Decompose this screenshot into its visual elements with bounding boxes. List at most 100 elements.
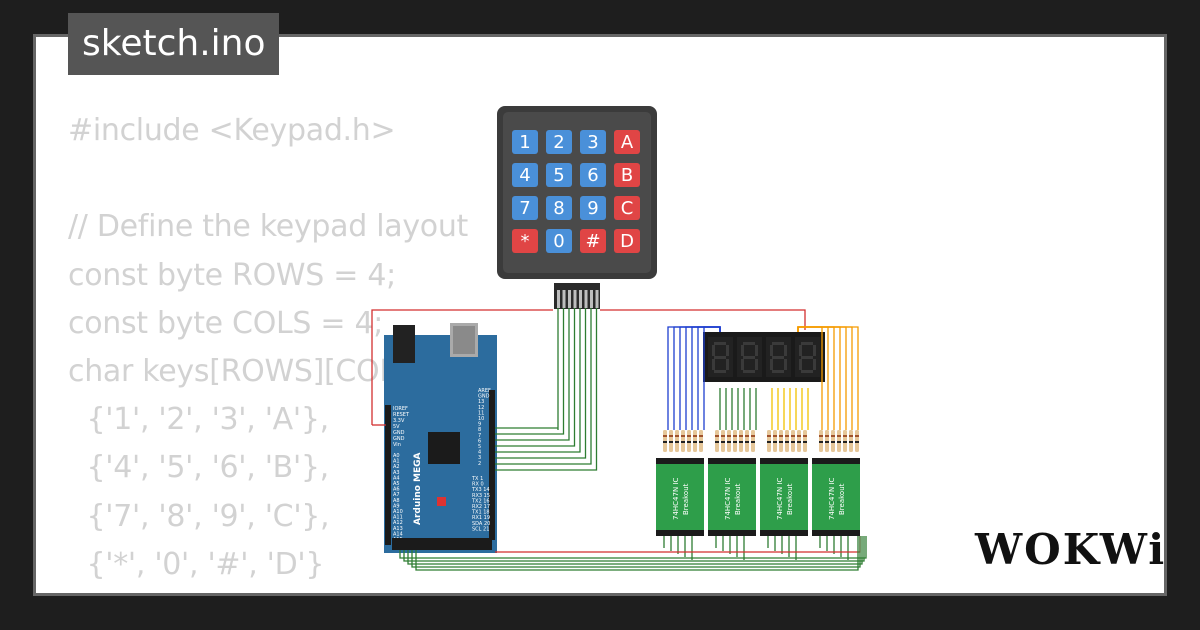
keypad-key — [614, 130, 640, 154]
resistor-band — [843, 441, 847, 443]
arduino-pin-label: 12 — [478, 405, 484, 411]
arduino-pin-label: A7 — [393, 492, 400, 498]
arduino-pin-label: 3.3V — [393, 418, 405, 424]
arduino-bottom-header — [392, 538, 492, 550]
resistor-band — [779, 435, 783, 437]
code-line: // Define the keypad layout — [68, 209, 469, 245]
power-wire — [371, 309, 553, 425]
keypad-key-label: 8 — [553, 198, 564, 219]
resistor-band — [825, 441, 829, 443]
segment — [770, 359, 773, 370]
keypad-pin — [568, 290, 571, 308]
code-editor: #include <Keypad.h>// Define the keypad … — [68, 107, 488, 593]
resistor-band — [825, 435, 829, 437]
arduino-pin-label: 3 — [478, 455, 481, 461]
resistor-band — [803, 435, 807, 437]
arduino-pin-label: A3 — [393, 470, 400, 476]
segment — [755, 359, 758, 370]
arduino-pin-label: A4 — [393, 475, 400, 481]
arduino-pin-label: 4 — [478, 450, 481, 456]
keypad-key — [546, 130, 572, 154]
resistor-band — [745, 441, 749, 443]
segment — [743, 370, 755, 373]
sketch-file-tab[interactable]: sketch.ino — [68, 13, 280, 75]
ic-label: Breakout — [786, 483, 794, 515]
ic-bottom-header — [760, 530, 808, 536]
resistor-band — [797, 441, 801, 443]
segment — [770, 345, 773, 356]
reset-button — [437, 497, 446, 506]
power-jack — [393, 325, 415, 363]
keypad-wire — [495, 308, 576, 447]
code-line: {'*', '0', '#', 'D'} — [68, 546, 325, 582]
segment — [743, 356, 755, 359]
resistor-band — [715, 441, 719, 443]
resistor-band — [663, 441, 667, 443]
resistor-band — [849, 441, 853, 443]
resistor-band — [681, 435, 685, 437]
ic-label: Breakout — [734, 483, 742, 515]
resistor-band — [687, 435, 691, 437]
arduino-pin-label: A14 — [393, 531, 403, 537]
keypad-key — [580, 229, 606, 253]
resistor-band — [767, 435, 771, 437]
arduino-pin-label: A5 — [393, 481, 400, 487]
segment — [714, 356, 726, 359]
keypad-pin — [584, 290, 588, 308]
arduino-pin-label: 13 — [478, 399, 484, 405]
arduino-pin-label: A13 — [393, 526, 403, 532]
arduino-pin-label: 10 — [478, 416, 484, 422]
arduino-pin-label: GND — [393, 436, 405, 442]
keypad-key — [512, 130, 538, 154]
ic-label: 74HC47N IC — [724, 478, 732, 520]
segment — [799, 345, 802, 356]
resistor-band — [739, 435, 743, 437]
keypad-wire — [495, 308, 581, 453]
keypad-key-label: B — [621, 165, 633, 186]
keypad-wire — [495, 308, 598, 471]
keypad-wire — [495, 308, 592, 465]
ic-bottom-header — [812, 530, 860, 536]
segment — [801, 342, 813, 345]
arduino-pin-label: 9 — [478, 422, 481, 428]
keypad-wire — [495, 308, 565, 435]
mcu-chip — [428, 432, 460, 464]
resistor-band — [699, 435, 703, 437]
ic-breakout-board — [656, 463, 704, 531]
resistor-band — [669, 441, 673, 443]
resistor-band — [693, 435, 697, 437]
resistor-band — [855, 441, 859, 443]
resistor-band — [773, 435, 777, 437]
arduino-pin-label: 11 — [478, 410, 484, 416]
arduino-pin-label: 7 — [478, 433, 481, 439]
arduino-pin-label: RESET — [393, 412, 410, 418]
arduino-right-header — [489, 390, 495, 540]
keypad-wire — [495, 308, 559, 430]
resistor-band — [797, 435, 801, 437]
code-line: {'4', '5', '6', 'B'}, — [68, 450, 329, 486]
ic-bottom-header — [708, 530, 756, 536]
segment — [712, 345, 715, 356]
segment — [714, 370, 726, 373]
resistor-band — [843, 435, 847, 437]
bus-wire — [399, 536, 867, 559]
segment — [712, 359, 715, 370]
display-wire-blue — [703, 326, 721, 430]
arduino-pin-label: TX2 16 — [471, 498, 490, 504]
resistor-band — [785, 441, 789, 443]
arduino-pin-label: A8 — [393, 498, 400, 504]
ic-label: Breakout — [838, 483, 846, 515]
usb-connector-inner — [453, 326, 475, 354]
bus-wire — [411, 536, 861, 568]
keypad-pin — [595, 290, 599, 308]
resistor-band — [721, 441, 725, 443]
arduino-pin-label: SDA 20 — [472, 521, 490, 527]
ic-bottom-header — [656, 530, 704, 536]
arduino-pin-label: A12 — [393, 520, 403, 526]
ic-top-header — [812, 458, 860, 464]
ic-top-header — [760, 458, 808, 464]
keypad-pin — [562, 290, 566, 308]
keypad-key-label: C — [621, 198, 634, 219]
keypad-key-label: A — [621, 132, 634, 153]
